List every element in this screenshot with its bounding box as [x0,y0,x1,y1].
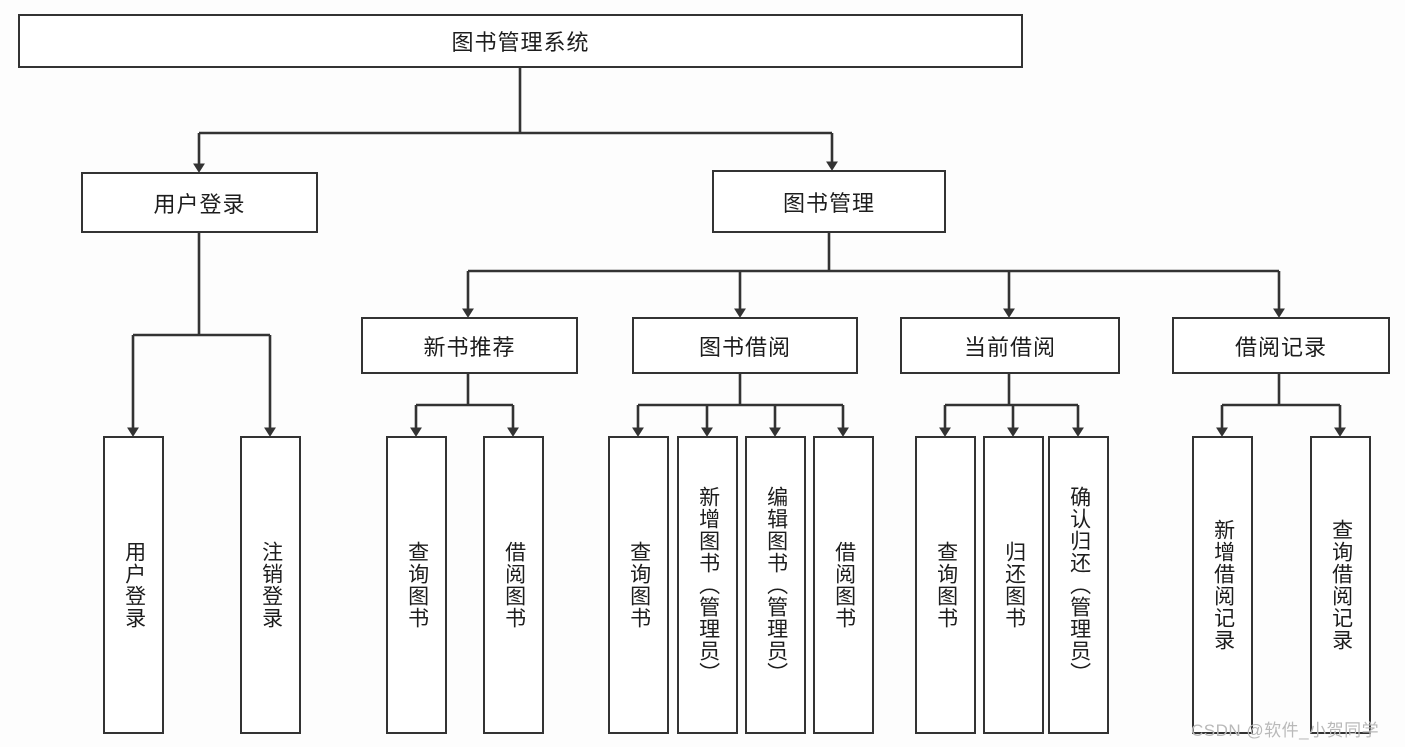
node-label: 查询图书 [627,541,651,629]
leaf-add-borrow-record[interactable]: 新增借阅记录 [1192,436,1253,734]
leaf-query-book-recommend[interactable]: 查询图书 [386,436,447,734]
node-label: 新增借阅记录 [1211,519,1235,651]
node-label: 借阅图书 [832,541,856,629]
node-label: 当前借阅 [963,334,1056,360]
node-label: 确认归还（管理员） [1067,486,1091,684]
leaf-add-book-admin[interactable]: 新增图书（管理员） [677,436,738,734]
node-label: 图书借阅 [698,334,791,360]
leaf-logout[interactable]: 注销登录 [240,436,301,734]
leaf-borrow-book[interactable]: 借阅图书 [813,436,874,734]
node-label: 查询图书 [405,541,429,629]
node-label: 归还图书 [1002,541,1026,629]
leaf-confirm-return-admin[interactable]: 确认归还（管理员） [1048,436,1109,734]
leaf-query-borrow-record[interactable]: 查询借阅记录 [1310,436,1371,734]
node-borrow-record[interactable]: 借阅记录 [1172,317,1390,374]
node-new-book-recommend[interactable]: 新书推荐 [361,317,578,374]
node-label: 借阅图书 [502,541,526,629]
node-current-borrow[interactable]: 当前借阅 [900,317,1120,374]
node-label: 借阅记录 [1234,334,1327,360]
csdn-watermark: CSDN @软件_小贺同学 [1191,721,1380,740]
leaf-edit-book-admin[interactable]: 编辑图书（管理员） [745,436,806,734]
node-user-login[interactable]: 用户登录 [81,172,318,233]
leaf-query-book-current[interactable]: 查询图书 [915,436,976,734]
node-label: 图书管理系统 [451,30,590,55]
node-label: 注销登录 [259,541,283,629]
node-book-management[interactable]: 图书管理 [712,170,946,233]
leaf-borrow-book-recommend[interactable]: 借阅图书 [483,436,544,734]
node-label: 图书管理 [782,190,875,216]
node-label: 编辑图书（管理员） [764,486,788,684]
node-book-borrow[interactable]: 图书借阅 [632,317,858,374]
node-label: 查询图书 [934,541,958,629]
leaf-return-book[interactable]: 归还图书 [983,436,1044,734]
node-label: 新书推荐 [423,334,516,360]
leaf-query-book-borrow[interactable]: 查询图书 [608,436,669,734]
leaf-user-login[interactable]: 用户登录 [103,436,164,734]
node-label: 查询借阅记录 [1329,519,1353,651]
node-label: 新增图书（管理员） [696,486,720,684]
node-root-system[interactable]: 图书管理系统 [18,14,1023,68]
node-label: 用户登录 [122,541,146,629]
node-label: 用户登录 [153,191,246,217]
